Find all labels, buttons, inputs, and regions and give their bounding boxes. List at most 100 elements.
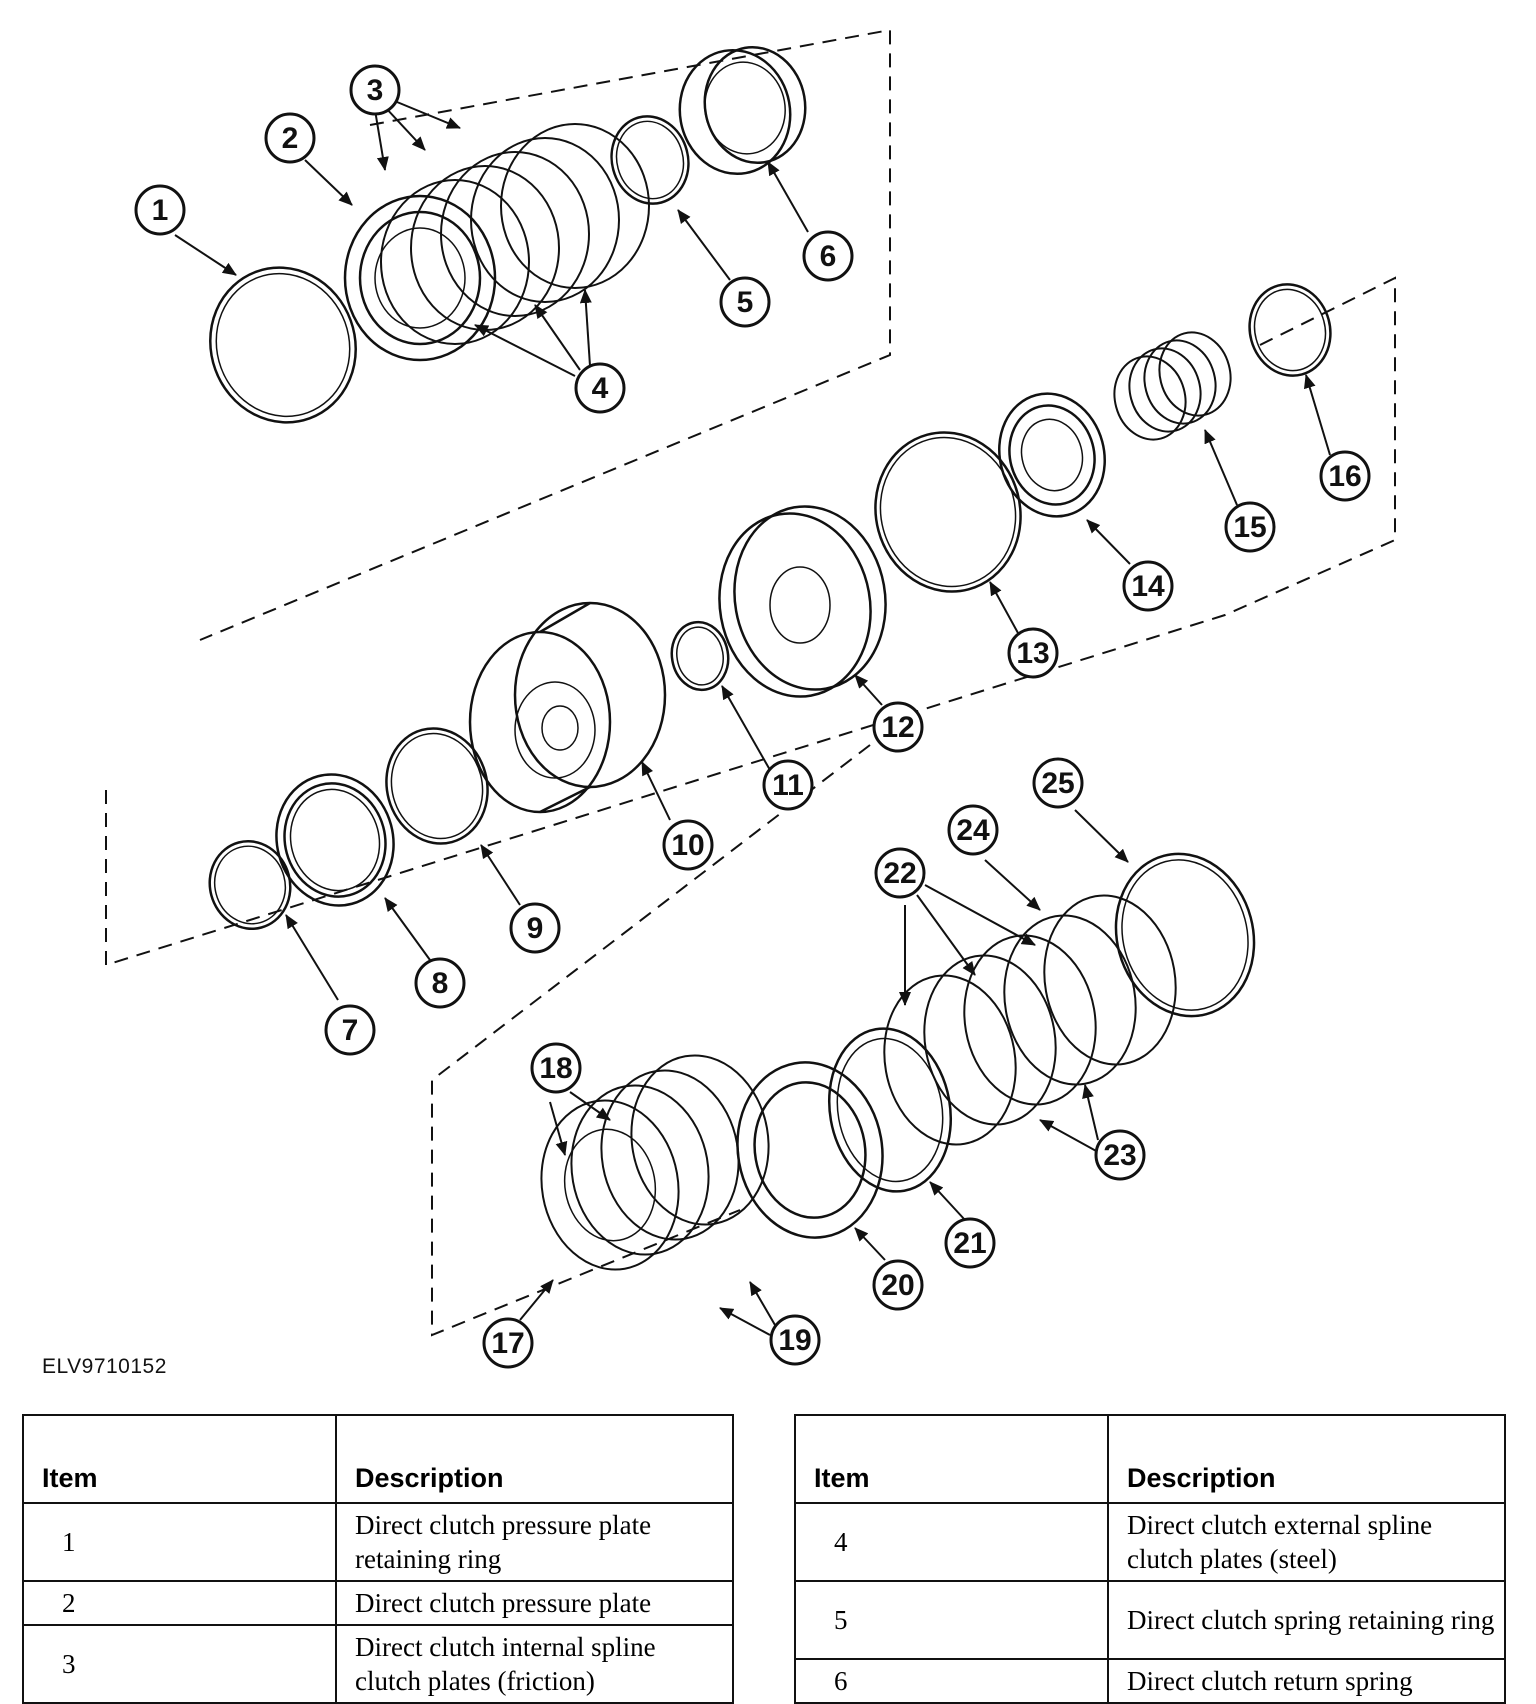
leader-3a bbox=[374, 109, 389, 171]
part-13-seal bbox=[874, 431, 1022, 593]
callout-circle bbox=[414, 957, 466, 1009]
part-6-return-spring bbox=[678, 45, 807, 176]
callout-number: 11 bbox=[772, 769, 804, 802]
leader-11 bbox=[721, 685, 771, 771]
part-25-retaining-ring bbox=[1114, 852, 1256, 1018]
parts-table-left: Item Description 1 Direct clutch pressur… bbox=[22, 1414, 734, 1704]
leader-23b bbox=[1082, 1084, 1099, 1141]
leader-21 bbox=[929, 1181, 966, 1221]
part-9-ring bbox=[385, 727, 489, 845]
callout-circle bbox=[1094, 1129, 1146, 1181]
part-3-4-clutch-pack bbox=[380, 123, 650, 345]
leader-4c bbox=[579, 289, 592, 367]
group-boundary-middle bbox=[105, 276, 1396, 967]
callout-number: 24 bbox=[956, 814, 990, 847]
leader-20 bbox=[854, 1227, 886, 1261]
callout-number: 3 bbox=[367, 74, 384, 107]
callout-number: 21 bbox=[953, 1227, 986, 1260]
callout-number: 20 bbox=[881, 1269, 914, 1302]
header-item: Item bbox=[22, 1414, 337, 1504]
callout-number: 2 bbox=[282, 122, 299, 155]
leader-23a bbox=[1039, 1119, 1099, 1153]
callout-number: 5 bbox=[737, 286, 754, 319]
leader-18a bbox=[549, 1101, 568, 1156]
callout-circle bbox=[874, 847, 926, 899]
item-number: 6 bbox=[794, 1658, 1109, 1704]
leader-6 bbox=[767, 161, 809, 233]
callout-circle bbox=[1319, 450, 1371, 502]
part-5-spring-retaining-ring bbox=[610, 115, 690, 205]
callout-circle bbox=[349, 64, 401, 116]
callout-circle bbox=[574, 362, 626, 414]
leader-3b bbox=[384, 106, 426, 151]
item-description: Direct clutch spring retaining ring bbox=[1107, 1580, 1506, 1660]
callout-circle bbox=[762, 759, 814, 811]
table-row: 6 Direct clutch return spring bbox=[794, 1658, 1506, 1704]
table-row: 2 Direct clutch pressure plate bbox=[22, 1580, 734, 1626]
part-16-ring bbox=[1248, 283, 1332, 377]
table-row: 3 Direct clutch internal spline clutch p… bbox=[22, 1624, 734, 1704]
table-row: 5 Direct clutch spring retaining ring bbox=[794, 1580, 1506, 1660]
callout-circle bbox=[134, 184, 186, 236]
part-20-plate bbox=[736, 1061, 884, 1239]
header-description: Description bbox=[1107, 1414, 1506, 1504]
callout-circle bbox=[719, 276, 771, 328]
callout-number: 18 bbox=[539, 1052, 572, 1085]
callout-number: 22 bbox=[883, 857, 916, 890]
callout-number: 12 bbox=[881, 711, 914, 744]
callout-number: 19 bbox=[778, 1324, 811, 1357]
leader-4a bbox=[474, 324, 576, 377]
table-row: 4 Direct clutch external spline clutch p… bbox=[794, 1502, 1506, 1582]
callout-number: 10 bbox=[671, 829, 704, 862]
callout-circle bbox=[530, 1042, 582, 1094]
parts-table-right: Item Description 4 Direct clutch externa… bbox=[794, 1414, 1506, 1704]
table-header-row: Item Description bbox=[22, 1414, 734, 1504]
leader-3c bbox=[396, 101, 461, 129]
callout-circle bbox=[944, 1217, 996, 1269]
leader-2 bbox=[304, 159, 353, 206]
leader-4b bbox=[534, 304, 581, 371]
callout-circle bbox=[324, 1004, 376, 1056]
part-21-plate bbox=[827, 1027, 953, 1193]
callout-circle bbox=[1007, 627, 1059, 679]
leader-22b bbox=[916, 894, 976, 976]
leader-1 bbox=[174, 234, 237, 276]
leader-12 bbox=[854, 674, 883, 706]
callout-number: 14 bbox=[1131, 570, 1165, 603]
callout-number: 16 bbox=[1328, 460, 1361, 493]
callout-circle bbox=[482, 1317, 534, 1369]
leader-15 bbox=[1204, 429, 1238, 506]
leader-14 bbox=[1086, 519, 1131, 565]
callout-number: 13 bbox=[1016, 637, 1049, 670]
item-description: Direct clutch external spline clutch pla… bbox=[1107, 1502, 1506, 1582]
leader-13 bbox=[989, 581, 1019, 634]
exploded-parts-diagram: 1234567891011121314151617181920212223242… bbox=[105, 28, 1396, 1369]
figure-id: ELV9710152 bbox=[42, 1355, 167, 1378]
callout-circle bbox=[872, 1259, 924, 1311]
item-description: Direct clutch pressure plate retaining r… bbox=[335, 1502, 734, 1582]
callout-number: 15 bbox=[1233, 511, 1266, 544]
callout-circle bbox=[802, 230, 854, 282]
item-description: Direct clutch internal spline clutch pla… bbox=[335, 1624, 734, 1704]
callout-circle bbox=[769, 1314, 821, 1366]
part-2-pressure-plate bbox=[343, 194, 497, 362]
leader-7 bbox=[285, 914, 339, 1001]
leader-25 bbox=[1074, 809, 1129, 863]
leader-16 bbox=[1303, 374, 1331, 456]
callout-number: 4 bbox=[592, 372, 609, 405]
part-10-cylinder bbox=[468, 601, 667, 814]
callout-number: 7 bbox=[342, 1014, 359, 1047]
callout-circle bbox=[872, 701, 924, 753]
callout-number: 6 bbox=[820, 240, 837, 273]
item-description: Direct clutch pressure plate bbox=[335, 1580, 734, 1626]
part-8-seal bbox=[275, 773, 395, 907]
callout-circle bbox=[1122, 560, 1174, 612]
item-number: 1 bbox=[22, 1502, 337, 1582]
callout-number: 9 bbox=[527, 912, 544, 945]
leader-22c bbox=[924, 884, 1036, 946]
callout-number: 17 bbox=[491, 1327, 524, 1360]
leader-17 bbox=[519, 1279, 554, 1321]
callout-circle bbox=[1224, 501, 1276, 553]
callout-number: 1 bbox=[152, 194, 169, 227]
item-number: 2 bbox=[22, 1580, 337, 1626]
